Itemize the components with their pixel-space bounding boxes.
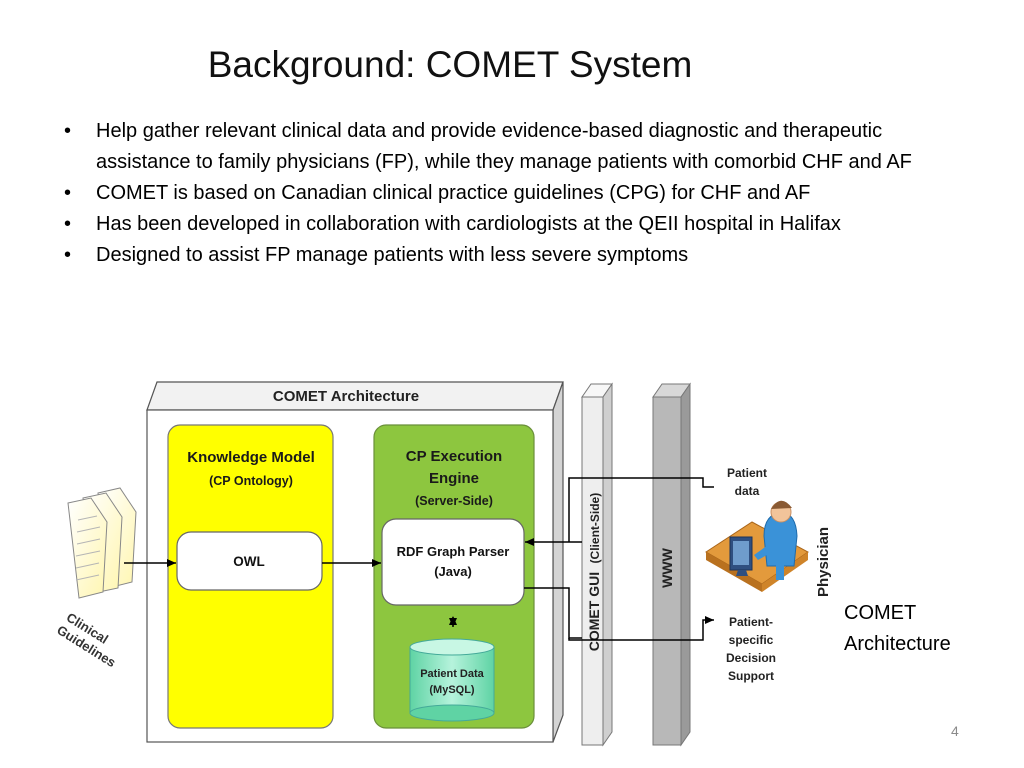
bullet-item: Has been developed in collaboration with… bbox=[60, 209, 960, 240]
bullet-item: Designed to assist FP manage patients wi… bbox=[60, 240, 960, 271]
architecture-diagram: COMET Architecture Knowledge Model (CP O… bbox=[54, 381, 832, 747]
rdf-parser-box bbox=[381, 518, 525, 606]
diagram-caption: COMET Architecture bbox=[844, 598, 951, 660]
decision-support-label-line-3: Decision bbox=[726, 651, 776, 665]
www-label: WWW bbox=[659, 547, 675, 587]
physician-label: Physician bbox=[815, 527, 832, 597]
decision-support-label-line-2: specific bbox=[729, 633, 774, 647]
page-number: 4 bbox=[951, 723, 959, 739]
knowledge-model-panel: Knowledge Model (CP Ontology) OWL bbox=[167, 424, 334, 729]
patient-data-label-line-1: Patient bbox=[727, 466, 767, 480]
rdf-parser-label-line-1: RDF Graph Parser bbox=[397, 544, 510, 559]
www-bar: WWW bbox=[652, 382, 691, 747]
comet-gui-bar: COMET GUI (Client-Side) bbox=[581, 382, 613, 747]
parser-to-gui-connector bbox=[524, 587, 582, 639]
execution-engine-subtitle: (Server-Side) bbox=[415, 494, 493, 508]
patient-data-label-line-2: data bbox=[735, 484, 760, 498]
patient-database-label-line-1: Patient Data bbox=[420, 668, 484, 680]
gui-sublabel: (Client-Side) bbox=[588, 493, 602, 564]
caption-line-2: Architecture bbox=[844, 633, 951, 655]
gui-to-decision-arrow bbox=[568, 616, 714, 641]
owl-label: OWL bbox=[233, 554, 265, 569]
execution-engine-panel: CP Execution Engine (Server-Side) RDF Gr… bbox=[373, 424, 535, 729]
slide-title: Background: COMET System bbox=[207, 44, 693, 85]
physician-illustration bbox=[705, 500, 809, 592]
knowledge-model-subtitle: (CP Ontology) bbox=[209, 474, 293, 488]
gui-label: COMET GUI bbox=[586, 572, 602, 651]
clinical-guidelines-documents: Clinical Guidelines bbox=[54, 487, 137, 670]
patient-database: Patient Data (MySQL) bbox=[409, 638, 495, 722]
execution-engine-title-line-1: CP Execution bbox=[406, 448, 502, 465]
caption-line-1: COMET bbox=[844, 602, 917, 624]
execution-engine-title-line-2: Engine bbox=[429, 470, 479, 487]
decision-support-label-line-4: Support bbox=[728, 669, 774, 683]
patient-database-label-line-2: (MySQL) bbox=[429, 684, 475, 696]
rdf-parser-label-line-2: (Java) bbox=[434, 564, 472, 579]
physician-to-gui-connector bbox=[568, 477, 714, 542]
decision-support-label-line-1: Patient- bbox=[729, 615, 773, 629]
owl-box bbox=[176, 531, 323, 591]
architecture-label: COMET Architecture bbox=[273, 388, 419, 405]
knowledge-model-title: Knowledge Model bbox=[187, 449, 315, 466]
flow-arrows bbox=[124, 477, 714, 641]
bullet-item: Help gather relevant clinical data and p… bbox=[60, 116, 960, 178]
svg-text:COMET GUI (Client-Side): COMET GUI (Client-Side) bbox=[586, 493, 603, 651]
bullet-item: COMET is based on Canadian clinical prac… bbox=[60, 178, 960, 209]
bullet-list: Help gather relevant clinical data and p… bbox=[60, 116, 960, 271]
